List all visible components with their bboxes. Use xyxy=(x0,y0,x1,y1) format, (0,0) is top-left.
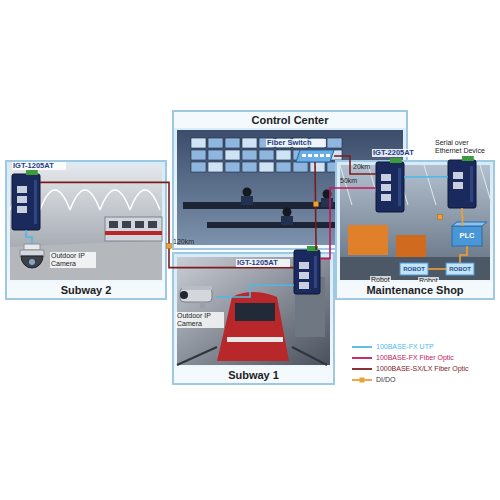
device-label: IGT-1205AT xyxy=(236,259,290,267)
dido-marker xyxy=(314,202,319,207)
legend-text: 1000BASE-SX/LX Fiber Optic xyxy=(376,365,469,373)
device-label: Serial over Ethernet Device xyxy=(434,139,496,155)
industrial-switch: IGT-2205AT xyxy=(376,162,404,212)
device-label: Outdoor IP Camera xyxy=(176,312,224,328)
legend-line-sample xyxy=(352,346,372,348)
site-panel: Subway 2 IGT-1205AT Outdoor IP Camera xyxy=(5,160,167,300)
link-line xyxy=(320,188,376,259)
device-icon xyxy=(294,250,320,294)
distance-label: 20km xyxy=(353,163,370,171)
plc-unit: PLC xyxy=(452,226,482,246)
legend-line-sample xyxy=(352,357,372,359)
device-icon xyxy=(376,162,404,212)
device-icon xyxy=(12,174,40,230)
link-line xyxy=(26,230,32,244)
device-icon xyxy=(448,160,476,208)
robot-box: ROBOT xyxy=(446,263,474,275)
robot-box: ROBOT xyxy=(400,263,428,275)
device-label: IGT-1205AT xyxy=(12,162,66,170)
site-heading: Subway 1 xyxy=(174,367,333,383)
device-label: ROBOT xyxy=(446,266,474,273)
site-panel: Maintenance Shop IGT-2205AT Serial over Et… xyxy=(335,160,495,300)
link-line xyxy=(216,285,294,297)
device-label: ROBOT xyxy=(400,266,428,273)
legend-line-sample xyxy=(352,379,372,381)
device-icon xyxy=(296,150,334,162)
device-icon xyxy=(18,244,46,272)
site-heading: Maintenance Shop xyxy=(337,282,493,298)
distance-label: 50km xyxy=(340,177,357,185)
link-line xyxy=(315,162,316,250)
industrial-switch: IGT-1205AT xyxy=(12,174,40,230)
legend-text: 100BASE-FX UTP xyxy=(376,343,434,351)
legend-line-sample xyxy=(352,368,372,370)
device-label: IGT-2205AT xyxy=(372,149,426,157)
dido-marker xyxy=(438,215,443,220)
link-line xyxy=(334,156,376,174)
industrial-switch: IGT-1205AT xyxy=(294,250,320,294)
link-line xyxy=(428,268,446,270)
distance-label: 120km xyxy=(173,238,194,246)
serial-device: Serial over Ethernet Device xyxy=(448,160,476,208)
legend-dido-marker xyxy=(360,378,365,383)
fiber-switch: Fiber Switch xyxy=(296,150,334,162)
device-label: Outdoor IP Camera xyxy=(50,252,96,268)
legend-text: DI/DO xyxy=(376,376,395,384)
device-label: Fiber Switch xyxy=(266,139,326,147)
link-line xyxy=(460,246,467,263)
site-panel: Subway 1 IGT-1205AT Outdoor IP Camera xyxy=(172,252,335,385)
dido-marker xyxy=(167,244,172,249)
link-line xyxy=(404,176,448,178)
device-label: PLC xyxy=(452,232,482,241)
site-heading: Subway 2 xyxy=(7,282,165,298)
legend-text: 100BASE-FX Fiber Optic xyxy=(376,354,454,362)
link-line xyxy=(461,208,463,226)
device-icon xyxy=(180,286,216,308)
site-heading: Control Center xyxy=(174,112,406,128)
link-line xyxy=(40,182,294,267)
bullet-camera: Outdoor IP Camera xyxy=(180,286,216,308)
dome-camera: Outdoor IP Camera xyxy=(18,244,46,272)
